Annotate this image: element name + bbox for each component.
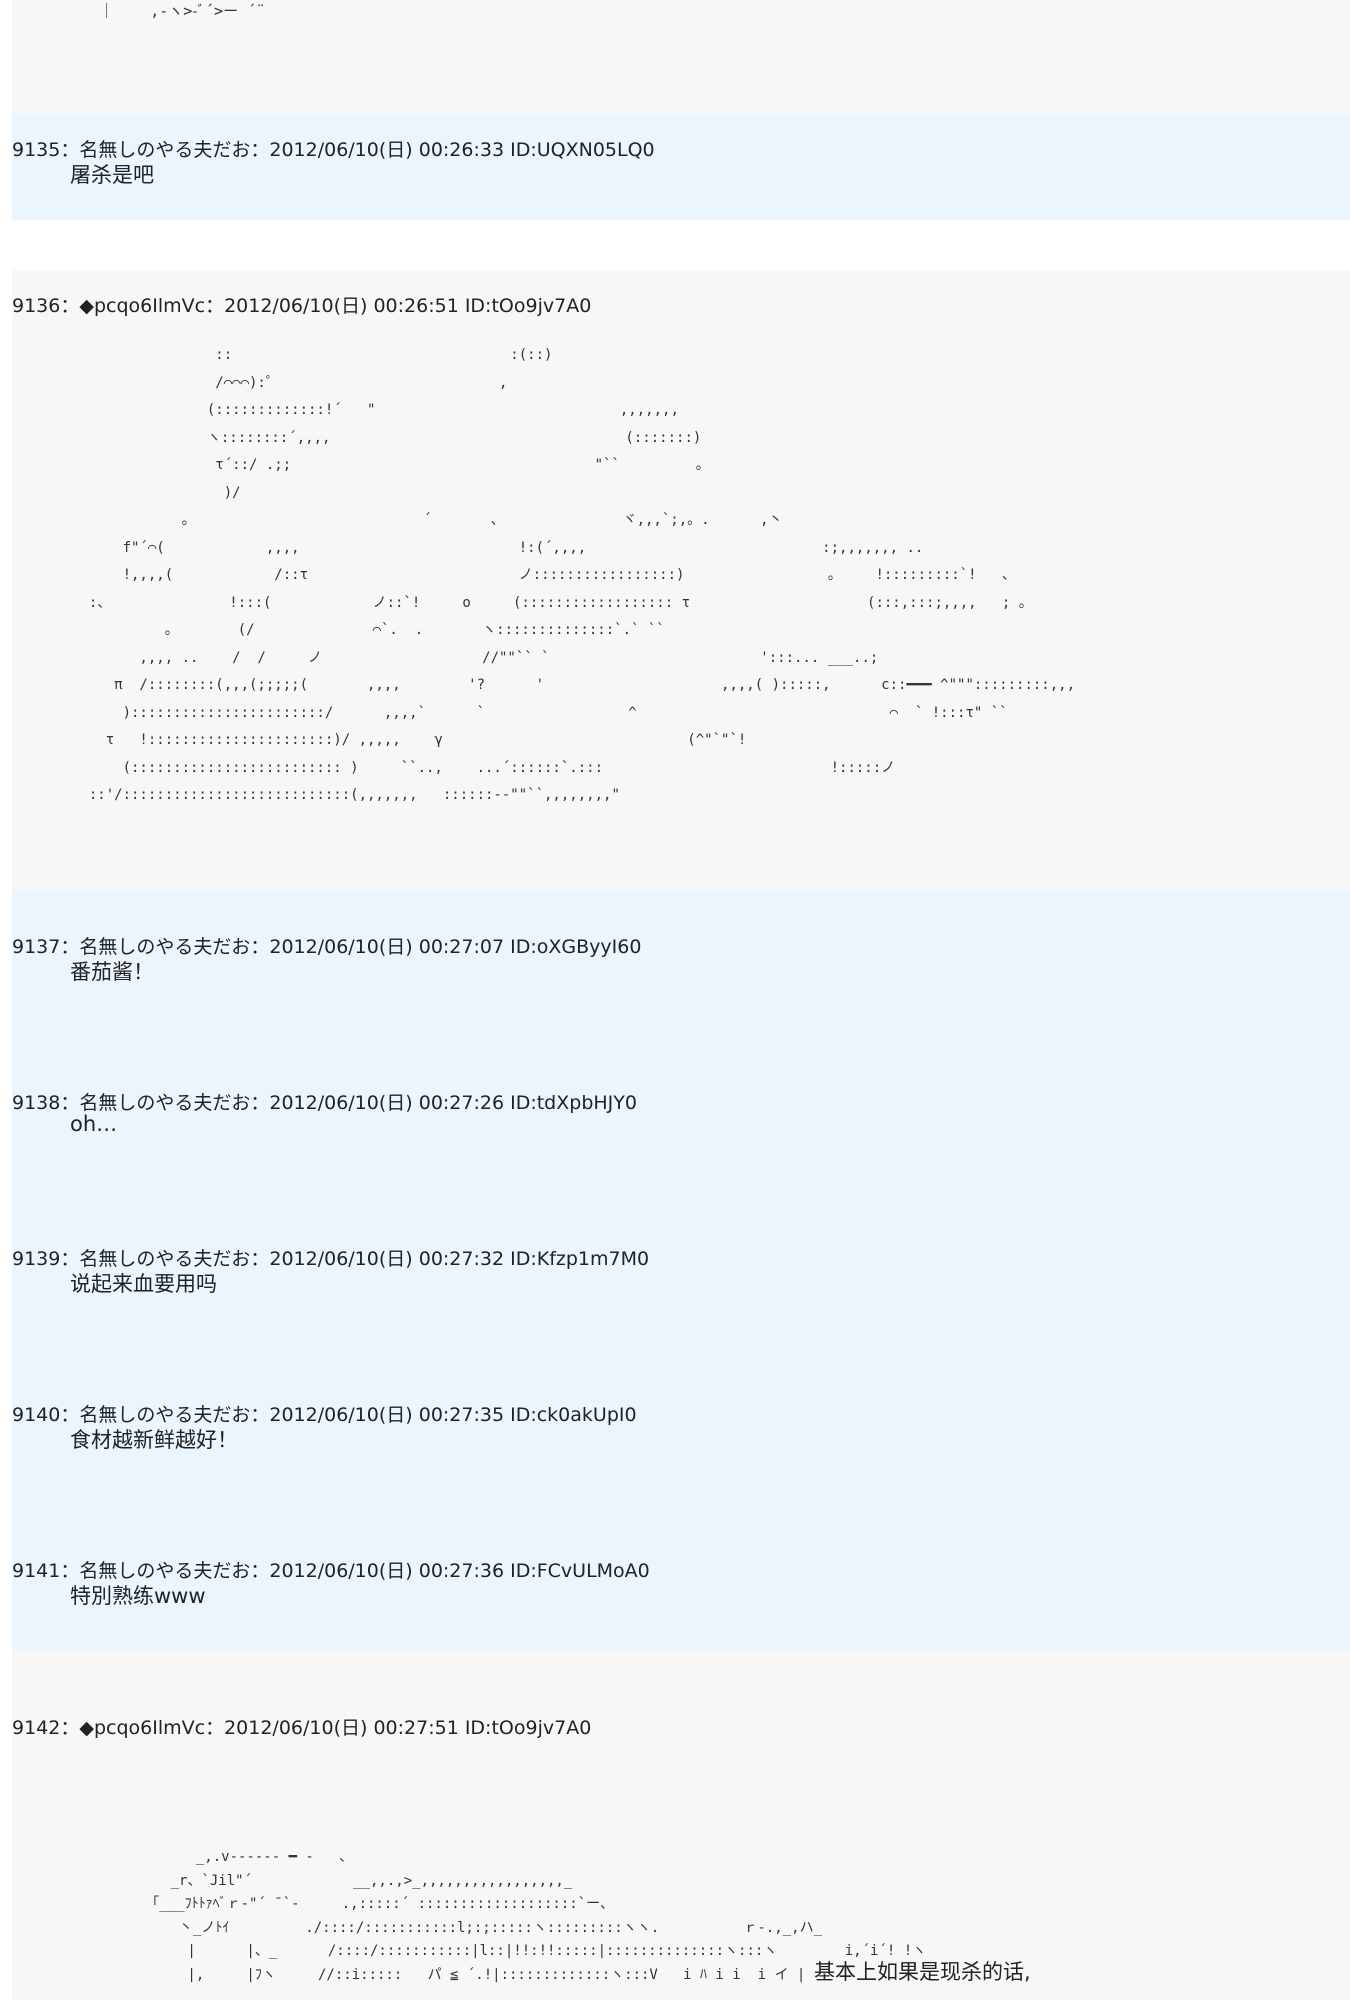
post-9142: 9142：◆pcqo6IlmVc：2012/06/10(日) 00:27:51 … bbox=[12, 1651, 1350, 2000]
post-body: 食材越新鲜越好！ bbox=[70, 1428, 238, 1452]
post-header: 9140：名無しのやる夫だお：2012/06/10(日) 00:27:35 ID… bbox=[12, 1404, 637, 1426]
ascii-art: :: :(::) /⌒⌒⌒):゜ , (:::::::::::::!´ " ,,… bbox=[88, 347, 1076, 803]
post-body: 番茄酱！ bbox=[70, 960, 154, 984]
post-header: 9135：名無しのやる夫だお：2012/06/10(日) 00:26:33 ID… bbox=[12, 139, 655, 161]
post-9136: 9136：◆pcqo6IlmVc：2012/06/10(日) 00:26:51 … bbox=[12, 270, 1350, 890]
ascii-art: ｜ ,-ヽ>-ﾞ´>ー ´¨ bbox=[72, 2, 266, 20]
post-body: 特別熟练www bbox=[70, 1584, 206, 1608]
post-header: 9138：名無しのやる夫だお：2012/06/10(日) 00:27:26 ID… bbox=[12, 1092, 637, 1114]
post-9140: 9140：名無しのやる夫だお：2012/06/10(日) 00:27:35 ID… bbox=[12, 1358, 1350, 1514]
post-header: 9137：名無しのやる夫だお：2012/06/10(日) 00:27:07 ID… bbox=[12, 936, 642, 958]
post-9134-tail: ｜ ,-ヽ>-ﾞ´>ー ´¨ bbox=[12, 0, 1350, 114]
post-9141: 9141：名無しのやる夫だお：2012/06/10(日) 00:27:36 ID… bbox=[12, 1514, 1350, 1651]
post-9138: 9138：名無しのやる夫だお：2012/06/10(日) 00:27:26 ID… bbox=[12, 1046, 1350, 1202]
post-body: 屠杀是吧 bbox=[70, 163, 154, 187]
post-body: 基本上如果是现杀的话, bbox=[814, 1960, 1031, 1984]
post-9135: 9135：名無しのやる夫だお：2012/06/10(日) 00:26:33 ID… bbox=[12, 114, 1350, 220]
post-header: 9142：◆pcqo6IlmVc：2012/06/10(日) 00:27:51 … bbox=[12, 1717, 592, 1739]
post-body: oh… bbox=[70, 1112, 118, 1136]
ascii-art: _,.v‐-‐‐‐‐ ━ - 、 _r、`Jil"´ __,,.,>_,,,,,… bbox=[145, 1849, 927, 1983]
post-9139: 9139：名無しのやる夫だお：2012/06/10(日) 00:27:32 ID… bbox=[12, 1202, 1350, 1358]
post-header: 9141：名無しのやる夫だお：2012/06/10(日) 00:27:36 ID… bbox=[12, 1560, 650, 1582]
post-body: 说起来血要用吗 bbox=[70, 1272, 217, 1296]
post-9137: 9137：名無しのやる夫だお：2012/06/10(日) 00:27:07 ID… bbox=[12, 890, 1350, 1046]
post-header: 9139：名無しのやる夫だお：2012/06/10(日) 00:27:32 ID… bbox=[12, 1248, 650, 1270]
post-header: 9136：◆pcqo6IlmVc：2012/06/10(日) 00:26:51 … bbox=[12, 295, 592, 317]
